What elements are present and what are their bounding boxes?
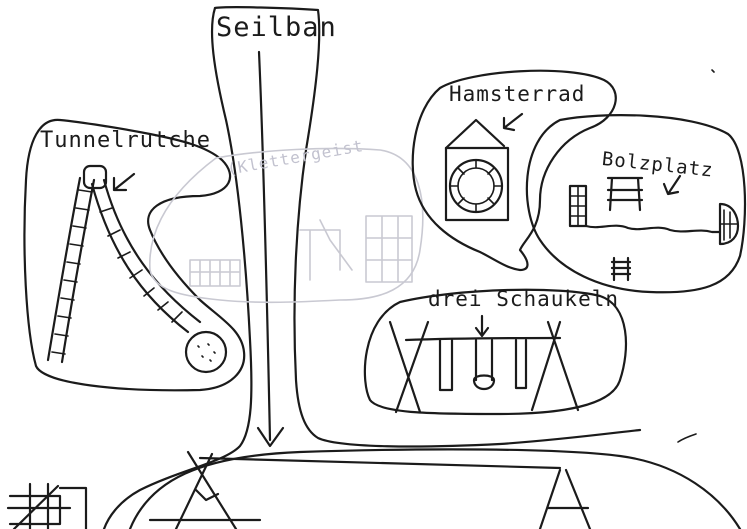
klettergeist-tower <box>300 220 352 280</box>
bottom-corner-sketch <box>8 484 86 529</box>
bolzplatz-field-line <box>586 226 720 232</box>
schaukeln-label: drei Schaukeln <box>428 289 619 310</box>
bottom-right-tower <box>540 470 590 529</box>
hamster-arrow-icon <box>504 114 522 130</box>
tunnel-arrow-icon <box>114 174 134 190</box>
tunnel-ladder-rungs <box>52 190 92 354</box>
swing-frame-right <box>532 322 578 410</box>
hamsterrad-label: Hamsterrad <box>449 84 585 105</box>
bolzplatz-bench-top <box>608 178 642 210</box>
klettergeist-group <box>150 148 423 302</box>
tunnel-slide-exit <box>186 332 226 372</box>
hamster-house-body <box>446 148 508 220</box>
swing-seat-2 <box>474 340 494 389</box>
stray-mark-1 <box>678 434 696 442</box>
swing-seat-1 <box>440 340 452 390</box>
hamster-wheel-rungs <box>450 160 502 212</box>
swing-seat-3 <box>516 340 526 388</box>
bolzplatz-arrow-icon <box>664 176 680 194</box>
bottom-area-outline <box>130 449 740 529</box>
bolzplatz-bench-bottom <box>612 258 630 280</box>
tunnelrutsche-label: Tunnelrutche <box>40 130 211 152</box>
klettergeist-wall <box>366 216 412 282</box>
schaukeln-arrow-icon <box>476 316 488 336</box>
seilbahn-label: Seilban <box>216 14 337 41</box>
bolzplatz-outline <box>527 115 745 292</box>
tunnel-slide-exit-dots <box>198 344 215 361</box>
seilbahn-cable <box>259 52 270 440</box>
bottom-structure-line <box>200 458 560 468</box>
stray-mark-2 <box>712 70 714 72</box>
tunnelrutsche-outline <box>24 120 244 390</box>
tunnel-ladder-right-rail <box>62 180 94 362</box>
hamster-house-roof <box>446 120 504 148</box>
swing-beam <box>406 338 560 340</box>
tunnel-top-tube <box>84 166 106 188</box>
bolzplatz-goal-left-net <box>570 186 586 226</box>
swing-frame-left <box>390 322 428 412</box>
klettergeist-net <box>190 260 240 286</box>
tunnel-ladder-left-rail <box>48 178 80 360</box>
